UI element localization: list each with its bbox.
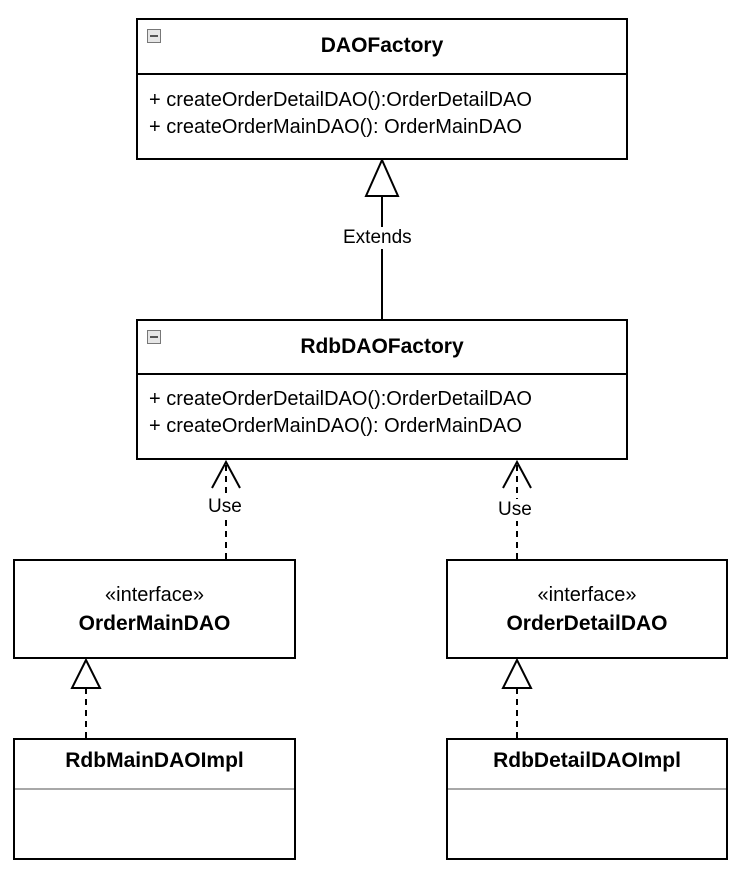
dependency-arrowhead	[502, 459, 532, 489]
class-rdb-detail-dao-impl[interactable]: RdbDetailDAOImpl	[446, 738, 728, 860]
stereotype-label: «interface»	[537, 584, 637, 606]
use-main-label: Use	[206, 496, 244, 518]
class-dao-factory[interactable]: DAOFactory + createOrderDetailDAO():Orde…	[136, 18, 628, 160]
compartment-divider	[448, 788, 726, 790]
class-name: RdbDetailDAOImpl	[493, 749, 681, 772]
realization-arrowhead	[501, 657, 533, 689]
interface-order-main-dao[interactable]: «interface» OrderMainDAO	[13, 559, 296, 659]
extends-label: Extends	[341, 227, 414, 249]
realization-arrowhead	[70, 657, 102, 689]
collapse-icon[interactable]	[147, 29, 161, 43]
operation: + createOrderMainDAO(): OrderMainDAO	[149, 116, 522, 138]
use-detail-label: Use	[496, 499, 534, 521]
interface-name: OrderMainDAO	[78, 612, 231, 635]
compartment-divider	[15, 788, 294, 790]
operation: + createOrderDetailDAO():OrderDetailDAO	[149, 89, 532, 111]
class-rdb-dao-factory[interactable]: RdbDAOFactory + createOrderDetailDAO():O…	[136, 319, 628, 460]
class-rdb-main-dao-impl[interactable]: RdbMainDAOImpl	[13, 738, 296, 860]
collapse-icon[interactable]	[147, 330, 161, 344]
class-name: RdbDAOFactory	[300, 335, 464, 358]
dependency-arrowhead	[211, 459, 241, 489]
interface-name: OrderDetailDAO	[506, 612, 668, 635]
compartment-divider	[138, 73, 626, 75]
class-name: RdbMainDAOImpl	[65, 749, 244, 772]
class-name: DAOFactory	[320, 34, 444, 57]
operation: + createOrderMainDAO(): OrderMainDAO	[149, 415, 522, 437]
compartment-divider	[138, 373, 626, 375]
generalization-arrowhead	[364, 157, 400, 197]
interface-order-detail-dao[interactable]: «interface» OrderDetailDAO	[446, 559, 728, 659]
operation: + createOrderDetailDAO():OrderDetailDAO	[149, 388, 532, 410]
stereotype-label: «interface»	[105, 584, 204, 606]
